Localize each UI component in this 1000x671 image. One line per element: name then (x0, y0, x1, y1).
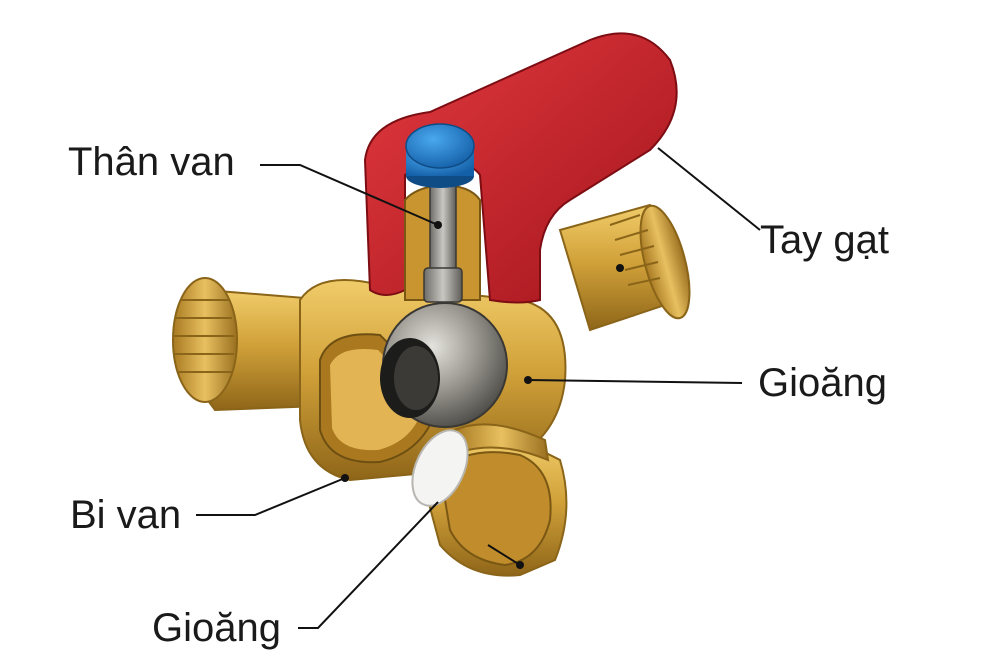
label-stem: Thân van (68, 140, 235, 184)
label-seal-right: Gioăng (758, 361, 887, 405)
dot-seal-right (524, 376, 532, 384)
leader-seal-bottom (298, 501, 439, 629)
leader-bottom-dot (487, 544, 521, 566)
leader-ball (196, 477, 346, 516)
label-ball: Bi van (70, 493, 182, 537)
valve-stem (423, 179, 463, 303)
label-seal-bottom: Gioăng (152, 606, 281, 650)
dot-handle-thread (616, 264, 624, 272)
seal-disc (411, 429, 469, 507)
dot-bottom (516, 561, 524, 569)
label-handle: Tay gạt (760, 218, 889, 262)
blue-cap (405, 123, 475, 188)
leader-lines (196, 147, 761, 629)
leader-handle (657, 147, 761, 231)
leader-stem (260, 164, 439, 226)
dot-ball (341, 474, 349, 482)
dot-stem (434, 221, 442, 229)
leader-seal-right (527, 379, 743, 384)
bottom-threaded-end (418, 423, 568, 577)
right-threaded-end (558, 203, 691, 332)
valve-ball (380, 302, 508, 428)
leader-dots (341, 221, 624, 569)
